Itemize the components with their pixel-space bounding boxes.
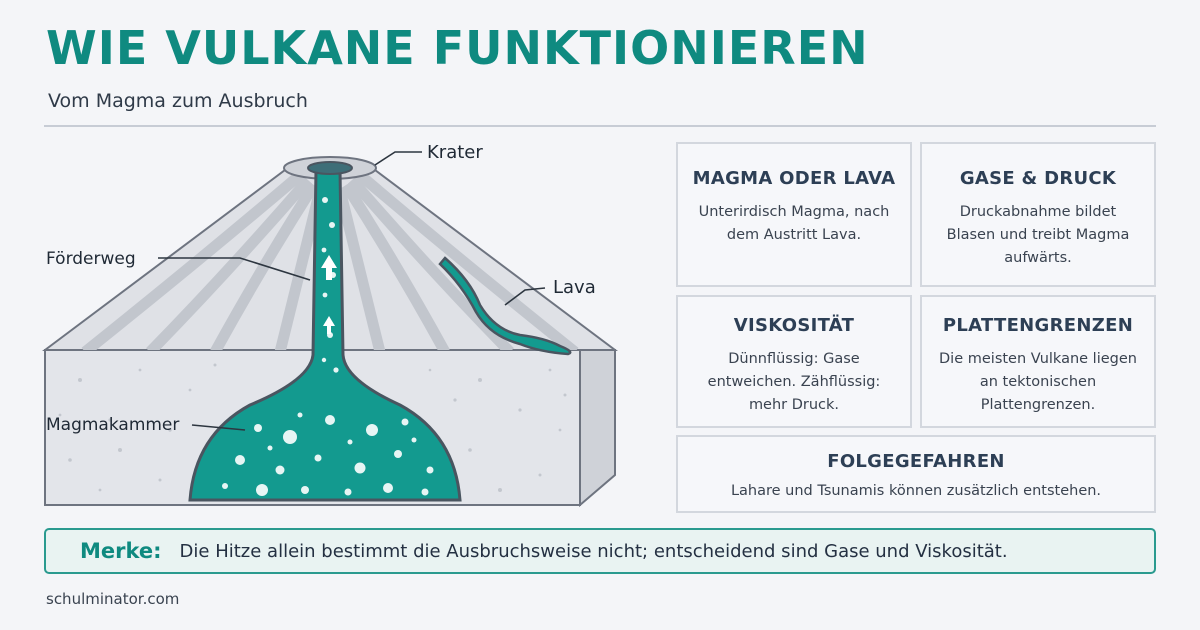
- header-divider: [44, 125, 1156, 127]
- volcano-diagram: Krater Förderweg Lava Magmakammer: [42, 142, 618, 508]
- card-title: FOLGEGEFAHREN: [827, 451, 1005, 472]
- card-text: Die meisten Vulkane liegen an tektonisch…: [939, 351, 1137, 414]
- label-magmakammer: Magmakammer: [46, 415, 179, 435]
- card-gase-druck: GASE & DRUCK Druckabnahme bildet Blasen …: [920, 142, 1156, 287]
- card-text: Unterirdisch Magma, nach dem Austritt La…: [698, 204, 890, 244]
- card-plattengrenzen: PLATTENGRENZEN Die meisten Vulkane liege…: [920, 295, 1156, 428]
- merke-label: Merke:: [80, 539, 162, 563]
- card-title: PLATTENGRENZEN: [942, 315, 1134, 336]
- lava-leader: [504, 287, 546, 306]
- merke-text: Die Hitze allein bestimmt die Ausbruchsw…: [179, 540, 1008, 562]
- card-title: VISKOSITÄT: [733, 315, 855, 336]
- magmakammer-leader: [191, 424, 246, 431]
- page-subtitle: Vom Magma zum Ausbruch: [48, 90, 308, 112]
- card-text: Dünnflüssig: Gase entweichen. Zähflüssig…: [707, 351, 881, 414]
- krater-leader: [374, 151, 422, 166]
- page-title: WIE VULKANE FUNKTIONIEREN: [46, 21, 869, 75]
- merke-box: Merke: Die Hitze allein bestimmt die Aus…: [44, 528, 1156, 574]
- magma-system: [188, 161, 462, 502]
- card-text: Druckabnahme bildet Blasen und treibt Ma…: [946, 204, 1130, 267]
- label-lava: Lava: [553, 277, 596, 298]
- foerderweg-leader: [158, 257, 311, 281]
- label-krater: Krater: [427, 142, 483, 163]
- card-magma-oder-lava: MAGMA ODER LAVA Unterirdisch Magma, nach…: [676, 142, 912, 287]
- card-text: Lahare und Tsunamis können zusätzlich en…: [730, 483, 1102, 499]
- label-foerderweg: Förderweg: [46, 249, 136, 269]
- card-title: GASE & DRUCK: [959, 168, 1117, 189]
- card-title: MAGMA ODER LAVA: [692, 168, 896, 189]
- lava-flow: [438, 256, 572, 356]
- card-viskositaet: VISKOSITÄT Dünnflüssig: Gase entweichen.…: [676, 295, 912, 428]
- footer-source[interactable]: schulminator.com: [46, 590, 180, 608]
- card-folgegefahren: FOLGEGEFAHREN Lahare und Tsunamis können…: [676, 435, 1156, 513]
